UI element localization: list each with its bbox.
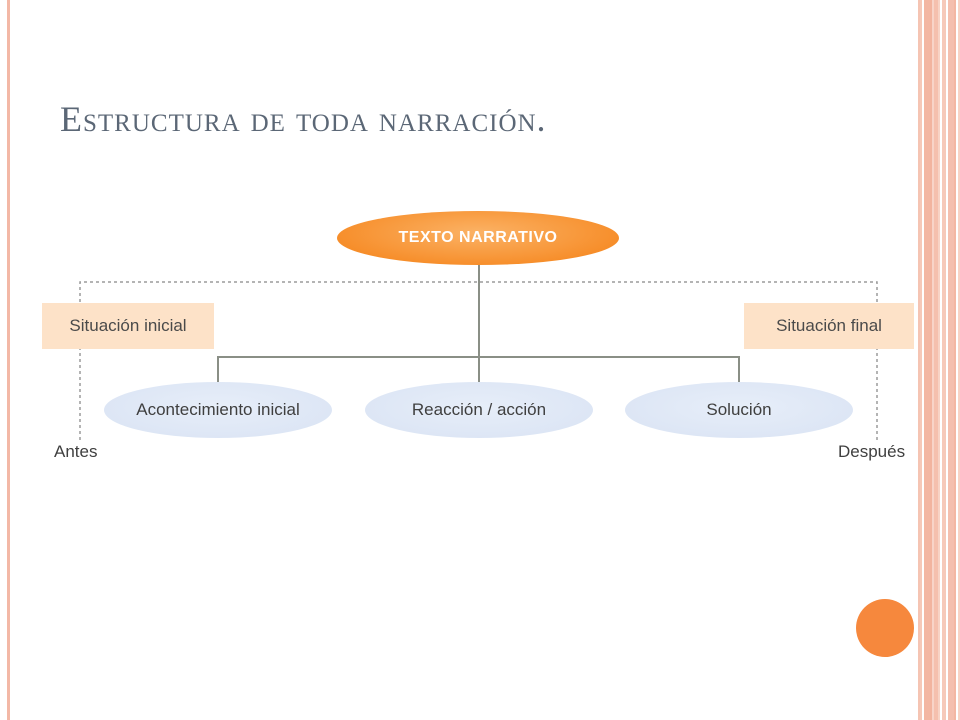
child-node-acontecimiento-inicial: Acontecimiento inicial (104, 382, 332, 438)
situacion-final-box: Situación final (744, 303, 914, 349)
timeline-end-label: Después (838, 442, 906, 461)
situacion-inicial-box: Situación inicial (42, 303, 214, 349)
root-node-label: TEXTO NARRATIVO (398, 229, 558, 246)
child-node-reaccion-accion: Reacción / acción (365, 382, 593, 438)
slide-frame-left (7, 0, 10, 720)
accent-circle-decoration (856, 599, 914, 657)
slide-frame-right-band (918, 0, 960, 720)
timeline-dotted-bracket (79, 281, 878, 440)
root-node-texto-narrativo: TEXTO NARRATIVO (337, 211, 619, 265)
timeline-start-label: Antes (54, 442, 98, 461)
child-node-solucion: Solución (625, 382, 853, 438)
slide-title: Estructura de toda narración. (60, 99, 547, 139)
